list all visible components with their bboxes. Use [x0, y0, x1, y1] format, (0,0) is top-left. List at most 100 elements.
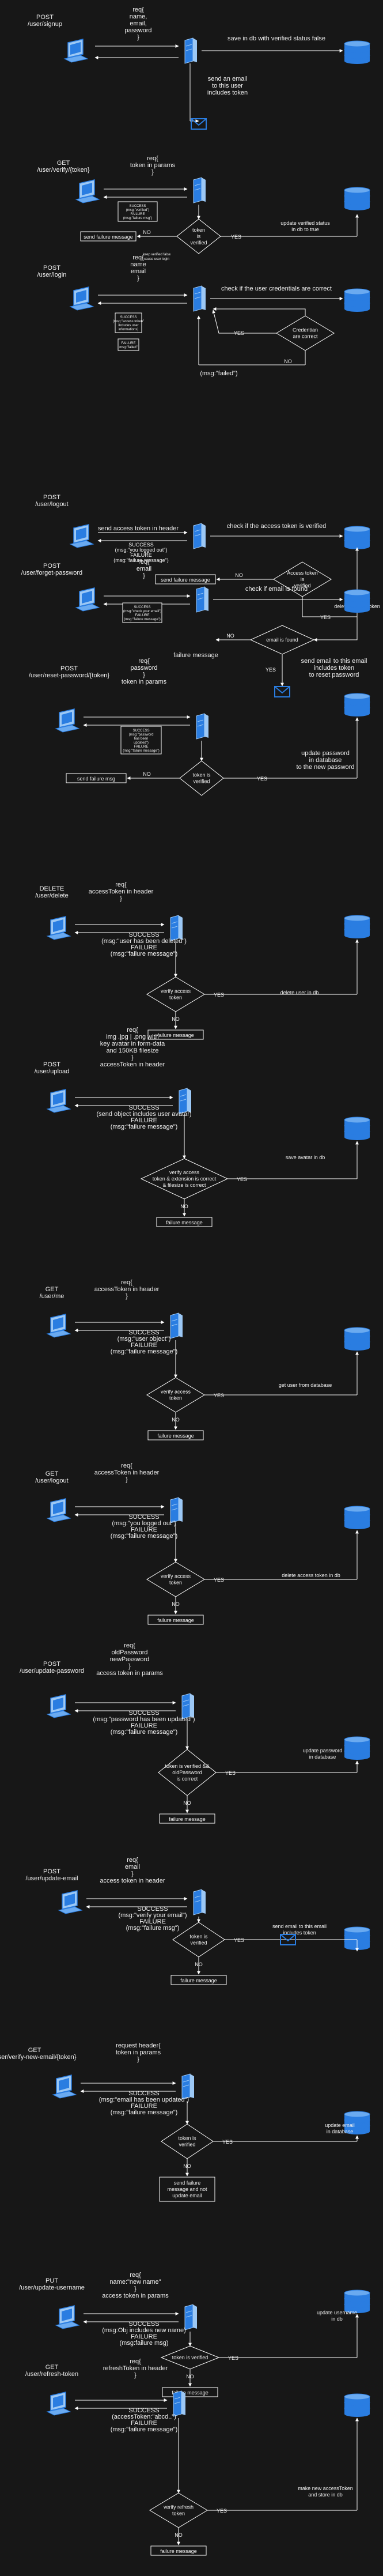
- database-icon: [344, 40, 370, 64]
- decision-label-line: token: [169, 995, 182, 1001]
- response-text-line: SUCCESS: [128, 542, 154, 548]
- response-text: SUCCESS(msg:"you logged out")FAILURE(msg…: [113, 542, 168, 563]
- request-text-line: req{: [130, 2272, 141, 2279]
- response-text-line: FAILURE: [131, 1722, 157, 1729]
- section-verify-new-email: GET/user/verify-new-email/{token}request…: [0, 2042, 370, 2202]
- endpoint-label-line: /user/signup: [28, 21, 62, 28]
- response-text-line: informations): [119, 328, 139, 331]
- response-text-line: FAILURE: [131, 1526, 157, 1533]
- box-label: failure message: [172, 2390, 208, 2396]
- response-text-line: FAILURE: [139, 1918, 166, 1925]
- response-text: SUCCESS(msg:"password has been updated")…: [93, 1710, 195, 1736]
- endpoint-label-line: POST: [36, 14, 54, 21]
- computer-icon: [75, 179, 100, 203]
- response-text: SUCCESS(msg:Obj includes new name)FAILUR…: [102, 2321, 186, 2347]
- section-login: POST/user/loginreq{nameemail}SUCCESS(msg…: [37, 254, 370, 377]
- response-box: SUCCESS(msg:"check your email")FAILURE(m…: [122, 602, 162, 623]
- no-label: NO: [172, 1601, 180, 1607]
- request-text: req{name:"new name"}access token in para…: [102, 2272, 169, 2299]
- box-label: failure message: [180, 1978, 217, 1983]
- response-text: SUCCESS(accessToken:"abcd..")FAILURE(msg…: [111, 2407, 178, 2433]
- request-text: req{accessToken in header}: [94, 1462, 160, 1483]
- db-action-text: delete user in db: [280, 990, 319, 995]
- decision-label-line: are correct: [293, 334, 318, 340]
- box-shape: [155, 574, 216, 584]
- response-text: SUCCESS(msg:"check your email")FAILURE(m…: [123, 606, 161, 621]
- endpoint-label-line: POST: [43, 1868, 60, 1875]
- db-action-text-line: update password: [303, 1748, 343, 1753]
- computer-icon: [46, 1314, 71, 1338]
- computer-icon: [46, 1089, 71, 1113]
- yes-label: YES: [320, 614, 331, 620]
- failure-box: failure message: [150, 2545, 207, 2556]
- side-note-line: cause user login: [144, 258, 169, 261]
- request-text-line: }: [126, 1293, 128, 1300]
- database-icon: [344, 1506, 370, 1529]
- request-text-line: req{: [121, 1462, 132, 1469]
- response-text-line: (msg:"check your email"): [123, 610, 161, 613]
- request-text-line: oldPassword: [112, 1649, 148, 1656]
- db-action-text: check if the user credentials are correc…: [221, 285, 332, 292]
- endpoint-label: POST/user/upload: [35, 1061, 70, 1075]
- no-label: NO: [186, 2374, 194, 2379]
- database-icon: [344, 187, 370, 210]
- request-text-line: name: [130, 261, 146, 268]
- request-text-line: password: [130, 665, 157, 672]
- computer-icon: [69, 524, 94, 548]
- box-shape: [159, 2177, 215, 2202]
- request-text-line: request header{: [116, 2042, 161, 2049]
- database-icon: [344, 1117, 370, 1140]
- response-text-line: msg:"failed": [119, 346, 138, 349]
- yes-label: YES: [214, 992, 224, 998]
- response-text-line: (msg:"failure message"): [111, 2109, 178, 2116]
- yes-label: YES: [266, 667, 276, 673]
- response-text-line: SUCCESS: [137, 1906, 168, 1913]
- mail-note-line: send email to this email: [272, 1923, 327, 1929]
- endpoint-label: POST/user/logout: [35, 494, 68, 508]
- request-text-line: accessToken in header: [94, 1469, 160, 1476]
- database-icon: [344, 1736, 370, 1760]
- request-text: req{accessToken in header}: [89, 881, 154, 902]
- request-text-line: req{: [124, 1642, 135, 1649]
- request-text: send access token in header: [98, 525, 179, 532]
- mail-icon: [191, 118, 207, 130]
- db-action-text: get user from database: [279, 1382, 332, 1388]
- box-label: failure message: [157, 1617, 194, 1623]
- db-action-text-line: to the new password: [297, 764, 355, 771]
- response-text-line: (msg:"failure msg"): [126, 1925, 180, 1932]
- request-text-line: }: [120, 895, 122, 902]
- decision-label-line: verify refresh: [164, 2505, 194, 2510]
- request-text-line: password: [124, 27, 151, 34]
- request-text-line: req{: [130, 2358, 141, 2365]
- response-text-line: SUCCESS: [128, 2321, 159, 2328]
- endpoint-label: GET/user/me: [40, 1286, 65, 1300]
- response-text-line: SUCCESS: [128, 2407, 159, 2414]
- db-action-text-line: save avatar in db: [286, 1155, 325, 1160]
- endpoint-label-line: /user/login: [37, 271, 67, 278]
- request-text-line: }: [128, 1663, 131, 1670]
- no-label: NO: [226, 633, 234, 639]
- box-shape: [80, 231, 136, 242]
- failure-box: failure message: [159, 1813, 215, 1824]
- endpoint-label: POST/user/reset-password/{token}: [29, 665, 109, 679]
- box-label: send failure msg: [77, 776, 115, 782]
- response-text-line: (msg:"access token": [113, 320, 144, 323]
- computer-icon: [46, 1498, 71, 1522]
- decision-label-line: is correct: [177, 1776, 198, 1782]
- response-text-line: FAILURE: [131, 2103, 157, 2110]
- decision-label-line: verify access: [169, 1170, 200, 1175]
- decision-label-line: & filesize is correct: [162, 1182, 206, 1188]
- endpoint-label: DELETE/user/delete: [35, 885, 68, 899]
- failure-box: send failure message: [80, 231, 136, 242]
